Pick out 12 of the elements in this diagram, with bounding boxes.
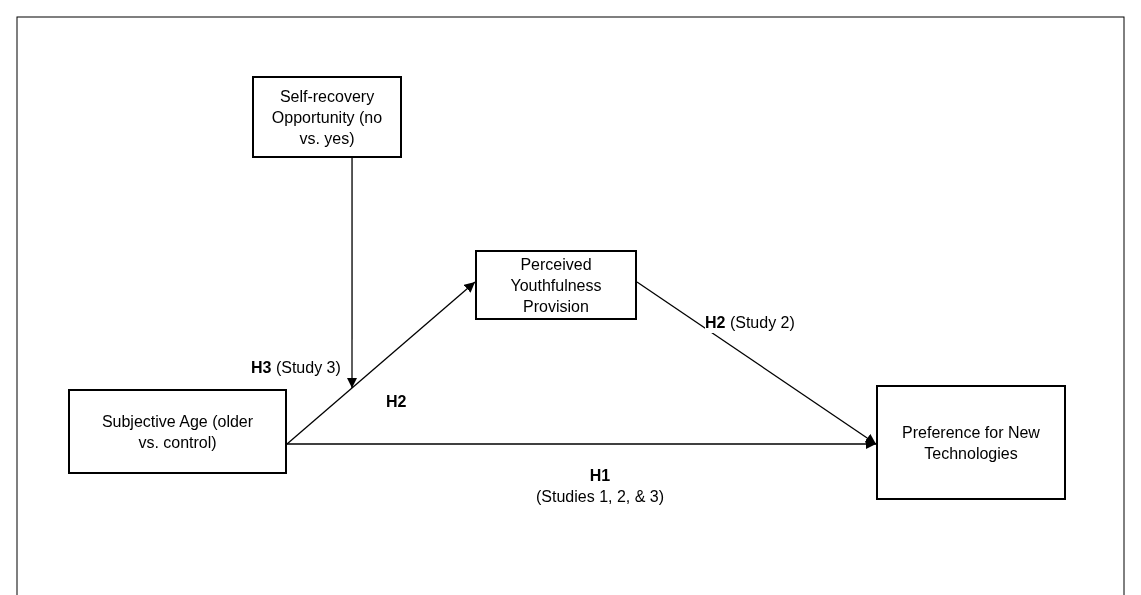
variable-box: [475, 250, 637, 320]
arrow: [346, 157, 358, 389]
node-label: Subjective Age (older vs. control): [100, 411, 255, 453]
arrow: [636, 281, 877, 445]
node-label: Self-recovery Opportunity (no vs. yes): [271, 86, 383, 149]
variable-box: [876, 385, 1066, 500]
variable-box: [68, 389, 287, 474]
arrow: [286, 281, 476, 445]
variable-box: [252, 76, 402, 158]
arrow: [286, 438, 877, 450]
node-label: Perceived Youthfulness Provision: [509, 254, 603, 317]
node-label: Preference for New Technologies: [901, 422, 1041, 464]
